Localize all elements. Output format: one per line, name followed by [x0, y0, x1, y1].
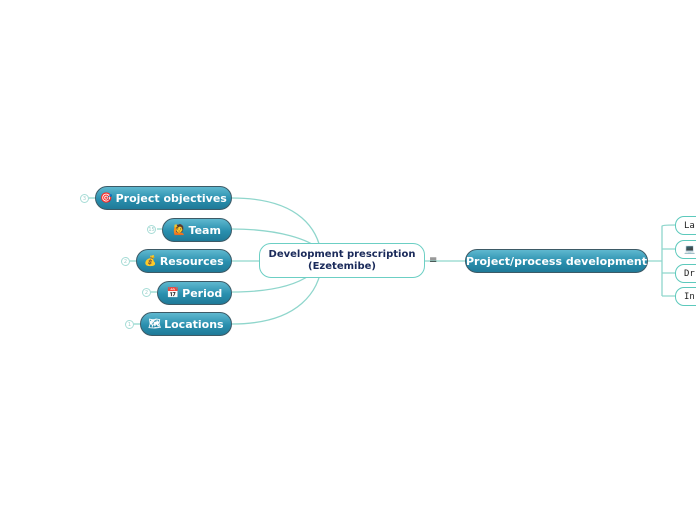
target-icon: 🎯: [100, 192, 113, 204]
node-label: Project objectives: [115, 191, 227, 205]
count-badge[interactable]: 2: [121, 257, 130, 266]
sub-node[interactable]: La: [675, 216, 696, 235]
count-badge[interactable]: 1: [125, 320, 134, 329]
calendar-icon: 📅: [166, 287, 180, 299]
count-badge[interactable]: 2: [142, 288, 151, 297]
money-bag-icon: 💰: [144, 255, 157, 267]
person-icon: 🙋: [173, 224, 186, 236]
node-label: Period: [182, 286, 223, 300]
node-locations[interactable]: 🗺Locations: [140, 312, 232, 336]
sub-node[interactable]: 💻: [675, 240, 696, 259]
count-badge[interactable]: 3: [80, 194, 89, 203]
node-period[interactable]: 📅Period: [157, 281, 232, 305]
node-label: Locations: [164, 317, 224, 331]
menu-icon[interactable]: ≡: [429, 255, 438, 266]
node-project-objectives[interactable]: 🎯Project objectives: [95, 186, 232, 210]
central-topic-line1: Development prescription: [268, 248, 416, 260]
map-icon: 🗺: [148, 318, 162, 330]
node-project-process-development[interactable]: Project/process development: [465, 249, 648, 273]
node-label: Project/process development: [466, 254, 648, 268]
sub-node[interactable]: In: [675, 287, 696, 306]
node-team[interactable]: 🙋Team: [162, 218, 232, 242]
node-label: Resources: [159, 254, 224, 268]
node-resources[interactable]: 💰Resources: [136, 249, 232, 273]
sub-node[interactable]: Dr: [675, 264, 696, 283]
central-topic[interactable]: Development prescription (Ezetemibe): [259, 243, 425, 278]
node-label: Team: [188, 223, 221, 237]
central-topic-line2: (Ezetemibe): [308, 260, 376, 272]
count-badge[interactable]: 15: [147, 225, 156, 234]
